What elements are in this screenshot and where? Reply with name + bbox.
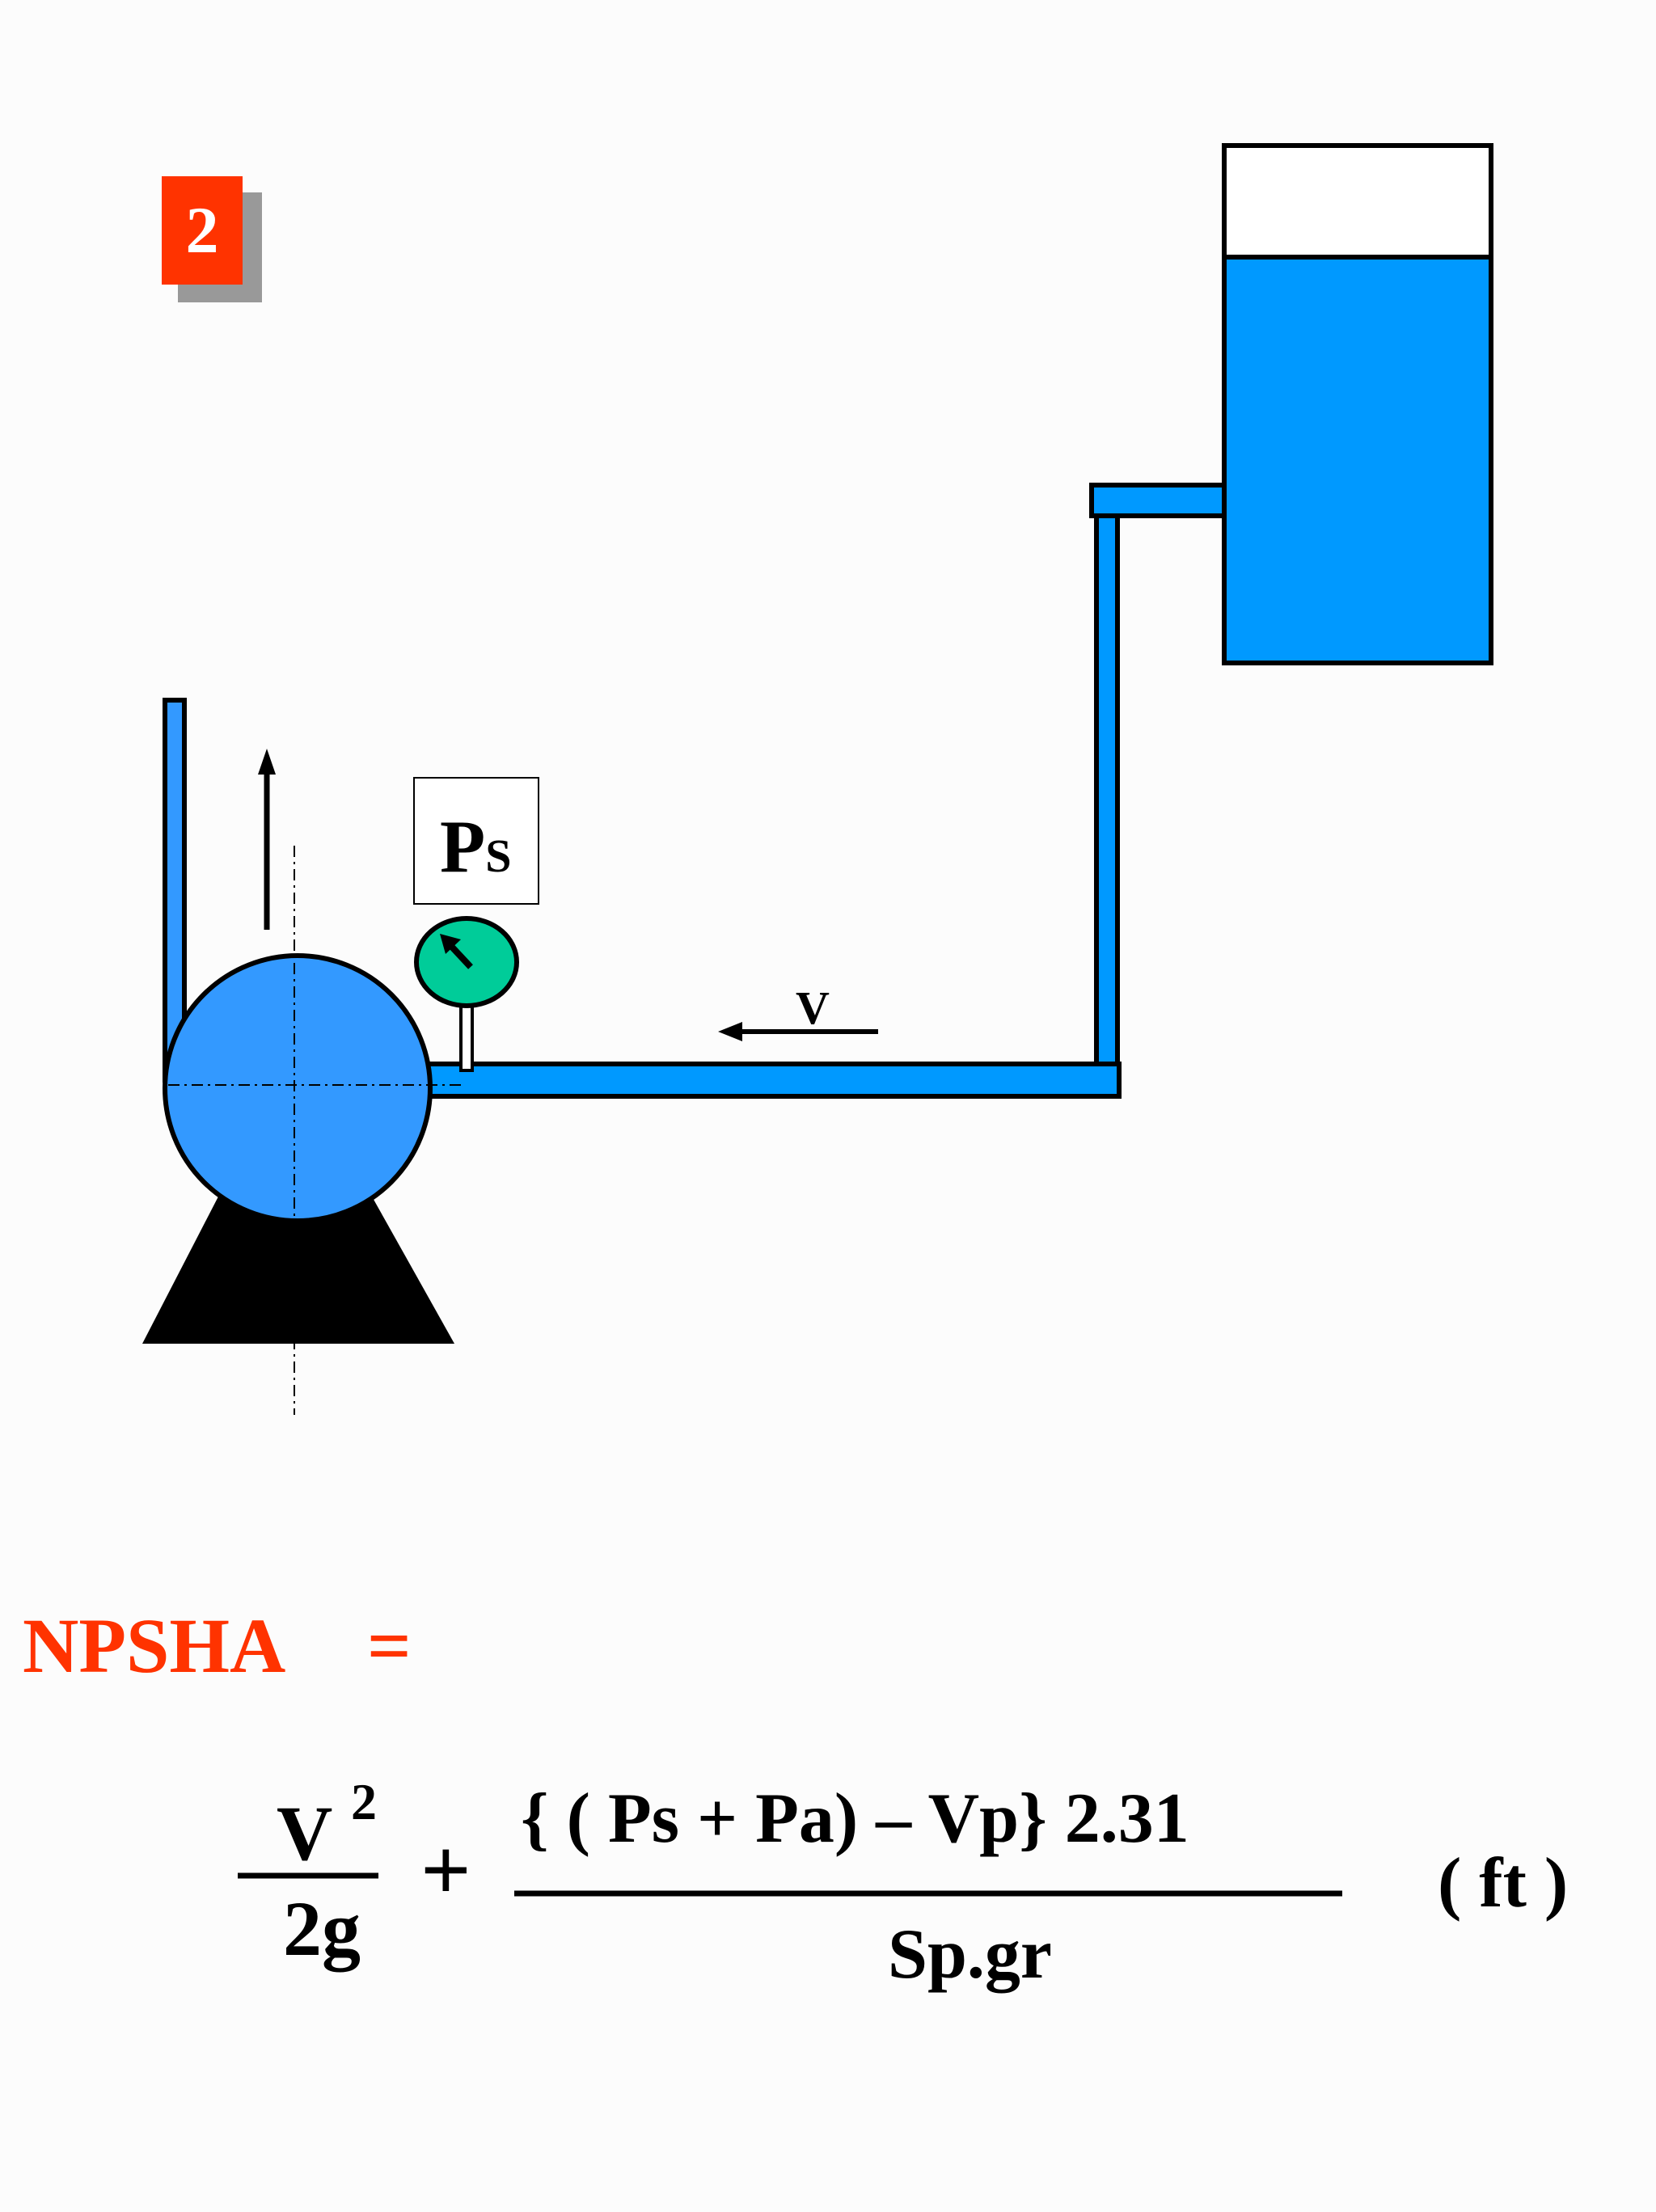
- term1-exponent: 2: [351, 1773, 377, 1830]
- tank-outlet-pipe: [1089, 483, 1227, 518]
- term2-numerator: { ( Ps + Pa) – Vp} 2.31: [521, 1779, 1189, 1858]
- horizontal-pipe: [420, 1062, 1122, 1099]
- gauge-needle-icon: [440, 934, 473, 969]
- gauge-label: PS: [413, 777, 539, 905]
- pressure-gauge: [414, 916, 519, 1072]
- formula-equals: =: [367, 1602, 412, 1689]
- svg-text:PS: PS: [440, 805, 511, 888]
- gauge-stem: [459, 998, 474, 1072]
- vertical-pipe: [1094, 513, 1120, 1068]
- pump-centerlines: [168, 846, 463, 1415]
- formula-lhs: NPSHA: [23, 1602, 285, 1689]
- reservoir-tank: [1222, 143, 1493, 665]
- gauge-label-main: P: [440, 805, 485, 888]
- arrow-left-icon: [718, 1022, 878, 1041]
- gauge-label-box: [413, 777, 539, 905]
- velocity-label: V: [796, 981, 830, 1034]
- pump-body: [163, 953, 433, 1223]
- gauge-label-sub: S: [485, 830, 511, 882]
- tank-water: [1222, 255, 1493, 665]
- pump-base: [142, 1197, 454, 1344]
- npsha-formula: NPSHA = V 2 2g + { ( Ps + Pa) – Vp} 2.31…: [23, 1602, 1568, 1994]
- term1-numerator: V: [277, 1790, 332, 1876]
- formula-unit: ( ft ): [1438, 1844, 1568, 1923]
- slide-number-badge: 2: [162, 176, 262, 302]
- slide-number: 2: [186, 193, 219, 267]
- badge-box: [162, 176, 243, 285]
- term1-denominator: 2g: [283, 1885, 361, 1972]
- term2-denominator: Sp.gr: [888, 1915, 1052, 1994]
- arrow-up-icon: [258, 749, 276, 930]
- suction-pipe: [420, 483, 1227, 1099]
- discharge-pipe: [163, 698, 187, 1083]
- formula-plus: +: [420, 1821, 471, 1919]
